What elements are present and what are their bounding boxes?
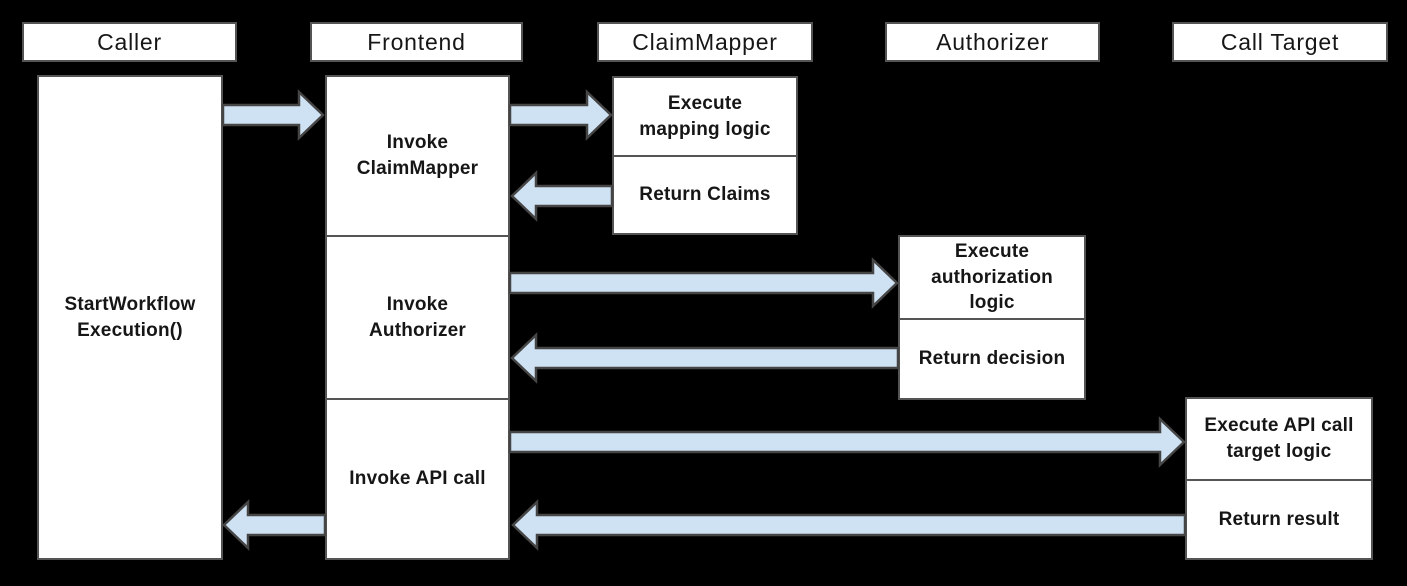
arrow-frontend-to-call-target-icon xyxy=(508,416,1186,468)
node-execute-mapping-logic-label: Execute mapping logic xyxy=(639,92,771,140)
node-execute-authorization-logic-label: Execute authorization logic xyxy=(931,241,1053,314)
lane-header-call-target: Call Target xyxy=(1172,22,1388,62)
node-return-decision-label: Return decision xyxy=(918,348,1066,370)
lane-header-call-target-label: Call Target xyxy=(1220,28,1340,55)
arrow-authorizer-to-frontend-icon xyxy=(510,332,900,384)
lane-header-frontend: Frontend xyxy=(310,22,523,62)
node-execute-api-call-target-logic-label: Execute API call target logic xyxy=(1204,415,1354,462)
node-return-result-label: Return result xyxy=(1218,508,1340,530)
node-return-decision: Return decision xyxy=(898,318,1086,400)
arrow-frontend-to-authorizer-icon xyxy=(508,257,899,309)
node-invoke-api-call: Invoke API call xyxy=(325,398,510,560)
arrow-frontend-to-caller-icon xyxy=(222,499,327,551)
arrow-claimmapper-to-frontend-icon xyxy=(510,170,614,222)
node-invoke-claimmapper: Invoke ClaimMapper xyxy=(325,75,510,237)
node-return-claims-label: Return Claims xyxy=(639,184,771,206)
node-return-result: Return result xyxy=(1185,479,1373,560)
lane-header-claimmapper-label: ClaimMapper xyxy=(632,28,778,55)
lane-header-caller-label: Caller xyxy=(97,28,162,55)
node-invoke-claimmapper-label: Invoke ClaimMapper xyxy=(356,132,479,179)
node-invoke-authorizer: Invoke Authorizer xyxy=(325,235,510,400)
node-invoke-api-call-label: Invoke API call xyxy=(349,468,486,490)
lane-header-frontend-label: Frontend xyxy=(367,28,466,55)
lane-header-caller: Caller xyxy=(22,22,237,62)
arrow-call-target-to-frontend-icon xyxy=(511,499,1187,551)
node-start-workflow-execution: StartWorkflow Execution() xyxy=(37,75,223,560)
node-execute-authorization-logic: Execute authorization logic xyxy=(898,235,1086,320)
node-execute-api-call-target-logic: Execute API call target logic xyxy=(1185,397,1373,481)
node-execute-mapping-logic: Execute mapping logic xyxy=(612,76,798,157)
arrow-frontend-to-claimmapper-icon xyxy=(508,89,613,141)
lane-header-authorizer: Authorizer xyxy=(885,22,1100,62)
arrow-caller-to-frontend-icon xyxy=(221,89,325,141)
lane-header-authorizer-label: Authorizer xyxy=(936,28,1049,55)
node-return-claims: Return Claims xyxy=(612,155,798,235)
node-start-workflow-execution-label: StartWorkflow Execution() xyxy=(64,293,196,341)
lane-header-claimmapper: ClaimMapper xyxy=(597,22,813,62)
node-invoke-authorizer-label: Invoke Authorizer xyxy=(369,293,466,341)
